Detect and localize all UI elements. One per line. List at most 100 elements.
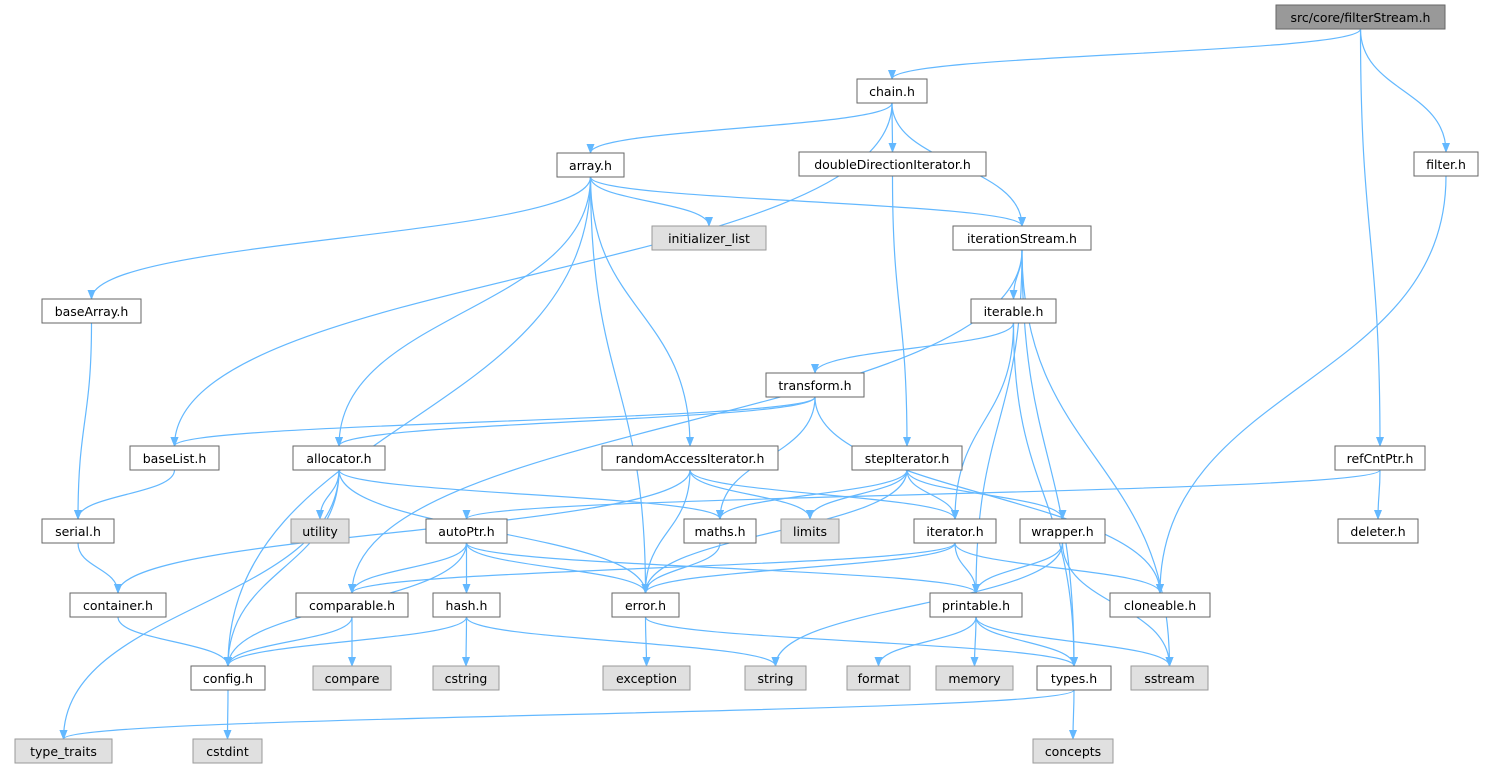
node-box bbox=[1275, 4, 1446, 30]
node-serial[interactable]: serial.h bbox=[41, 518, 115, 544]
node-container[interactable]: container.h bbox=[69, 592, 167, 618]
node-config[interactable]: config.h bbox=[190, 665, 266, 691]
node-label: compare bbox=[325, 671, 380, 686]
node-maths[interactable]: maths.h bbox=[683, 518, 757, 544]
edge-chain-to-array bbox=[586, 102, 893, 154]
node-concepts: concepts bbox=[1032, 738, 1114, 764]
node-cloneable[interactable]: cloneable.h bbox=[1109, 592, 1211, 618]
node-cstring: cstring bbox=[432, 665, 500, 691]
node-label: doubleDirectionIterator.h bbox=[814, 157, 971, 172]
edge-comparable-to-config bbox=[224, 616, 353, 667]
edge-filter-to-cloneable bbox=[1156, 175, 1447, 594]
node-box bbox=[1032, 738, 1114, 764]
node-label: format bbox=[858, 671, 900, 686]
node-filterStream[interactable]: src/core/filterStream.h bbox=[1275, 4, 1446, 30]
node-string: string bbox=[744, 665, 807, 691]
node-box bbox=[556, 152, 625, 178]
node-label: type_traits bbox=[30, 744, 97, 759]
node-box bbox=[312, 665, 392, 691]
node-baseList[interactable]: baseList.h bbox=[129, 445, 220, 471]
node-label: memory bbox=[948, 671, 1001, 686]
node-refCntPtr[interactable]: refCntPtr.h bbox=[1334, 445, 1426, 471]
node-iterable[interactable]: iterable.h bbox=[970, 298, 1057, 324]
node-label: initializer_list bbox=[668, 231, 750, 246]
node-types[interactable]: types.h bbox=[1036, 665, 1112, 691]
edge-iterable-to-types bbox=[1012, 322, 1078, 667]
edges bbox=[59, 28, 1450, 740]
edge-iterationStream-to-types bbox=[1021, 249, 1078, 667]
node-box bbox=[1036, 665, 1112, 691]
edge-array-to-config bbox=[224, 176, 592, 667]
edge-array-to-baseArray bbox=[87, 176, 592, 300]
node-deleter[interactable]: deleter.h bbox=[1337, 518, 1419, 544]
node-box bbox=[935, 665, 1014, 691]
node-comparable[interactable]: comparable.h bbox=[295, 592, 409, 618]
edge-wrapper-to-printable bbox=[972, 542, 1064, 594]
edge-stepIterator-to-wrapper bbox=[906, 469, 1067, 520]
node-box bbox=[651, 225, 767, 251]
node-allocator[interactable]: allocator.h bbox=[292, 445, 386, 471]
node-filter[interactable]: filter.h bbox=[1413, 151, 1479, 177]
node-box bbox=[683, 518, 757, 544]
node-label: stepIterator.h bbox=[865, 451, 950, 466]
node-box bbox=[929, 592, 1023, 618]
edge-iterable-to-transform bbox=[811, 322, 1015, 374]
node-iterationStream[interactable]: iterationStream.h bbox=[952, 225, 1092, 251]
node-box bbox=[432, 592, 501, 618]
node-box bbox=[602, 665, 691, 691]
node-printable[interactable]: printable.h bbox=[929, 592, 1023, 618]
node-wrapper[interactable]: wrapper.h bbox=[1019, 518, 1106, 544]
node-initializer_list: initializer_list bbox=[651, 225, 767, 251]
node-hash[interactable]: hash.h bbox=[432, 592, 501, 618]
node-box bbox=[292, 445, 386, 471]
node-autoPtr[interactable]: autoPtr.h bbox=[425, 518, 508, 544]
node-box bbox=[851, 445, 963, 471]
node-label: utility bbox=[302, 524, 338, 539]
edge-baseArray-to-serial bbox=[74, 322, 93, 520]
node-box bbox=[432, 665, 500, 691]
node-transform[interactable]: transform.h bbox=[765, 372, 865, 398]
node-box bbox=[129, 445, 220, 471]
edge-iterable-to-iterator bbox=[951, 322, 1015, 520]
node-box bbox=[798, 151, 987, 177]
edge-types-to-type_traits bbox=[59, 689, 1075, 740]
node-box bbox=[1019, 518, 1106, 544]
node-chain[interactable]: chain.h bbox=[856, 78, 928, 104]
node-rai[interactable]: randomAccessIterator.h bbox=[601, 445, 779, 471]
node-label: exception bbox=[616, 671, 677, 686]
edge-array-to-initializer_list bbox=[589, 176, 713, 227]
edge-container-to-config bbox=[117, 616, 232, 667]
edge-transform-to-baseList bbox=[170, 396, 816, 447]
node-iterator[interactable]: iterator.h bbox=[913, 518, 997, 544]
node-exception: exception bbox=[602, 665, 691, 691]
node-array[interactable]: array.h bbox=[556, 152, 625, 178]
node-label: randomAccessIterator.h bbox=[616, 451, 765, 466]
node-label: container.h bbox=[83, 598, 153, 613]
edge-autoPtr-to-comparable bbox=[348, 542, 468, 594]
edge-stepIterator-to-limits bbox=[806, 469, 908, 520]
node-label: iterationStream.h bbox=[967, 231, 1077, 246]
node-type_traits: type_traits bbox=[14, 738, 113, 764]
node-label: cstring bbox=[445, 671, 488, 686]
edge-serial-to-container bbox=[77, 542, 122, 594]
node-label: baseArray.h bbox=[55, 304, 129, 319]
node-error[interactable]: error.h bbox=[611, 592, 680, 618]
edge-iterator-to-comparable bbox=[348, 542, 956, 594]
node-box bbox=[1109, 592, 1211, 618]
node-box bbox=[611, 592, 680, 618]
node-label: string bbox=[758, 671, 794, 686]
edge-array-to-error bbox=[589, 176, 650, 594]
node-ddi[interactable]: doubleDirectionIterator.h bbox=[798, 151, 987, 177]
edge-types-to-concepts bbox=[1069, 689, 1078, 740]
edge-error-to-types bbox=[644, 616, 1078, 667]
node-box bbox=[856, 78, 928, 104]
edge-array-to-iterationStream bbox=[589, 176, 1026, 227]
node-baseArray[interactable]: baseArray.h bbox=[41, 298, 142, 324]
node-label: maths.h bbox=[694, 524, 745, 539]
node-box bbox=[601, 445, 779, 471]
node-label: filter.h bbox=[1426, 157, 1466, 172]
node-box bbox=[1413, 151, 1479, 177]
node-box bbox=[1337, 518, 1419, 544]
node-stepIterator[interactable]: stepIterator.h bbox=[851, 445, 963, 471]
edge-iterator-to-cloneable bbox=[954, 542, 1164, 594]
